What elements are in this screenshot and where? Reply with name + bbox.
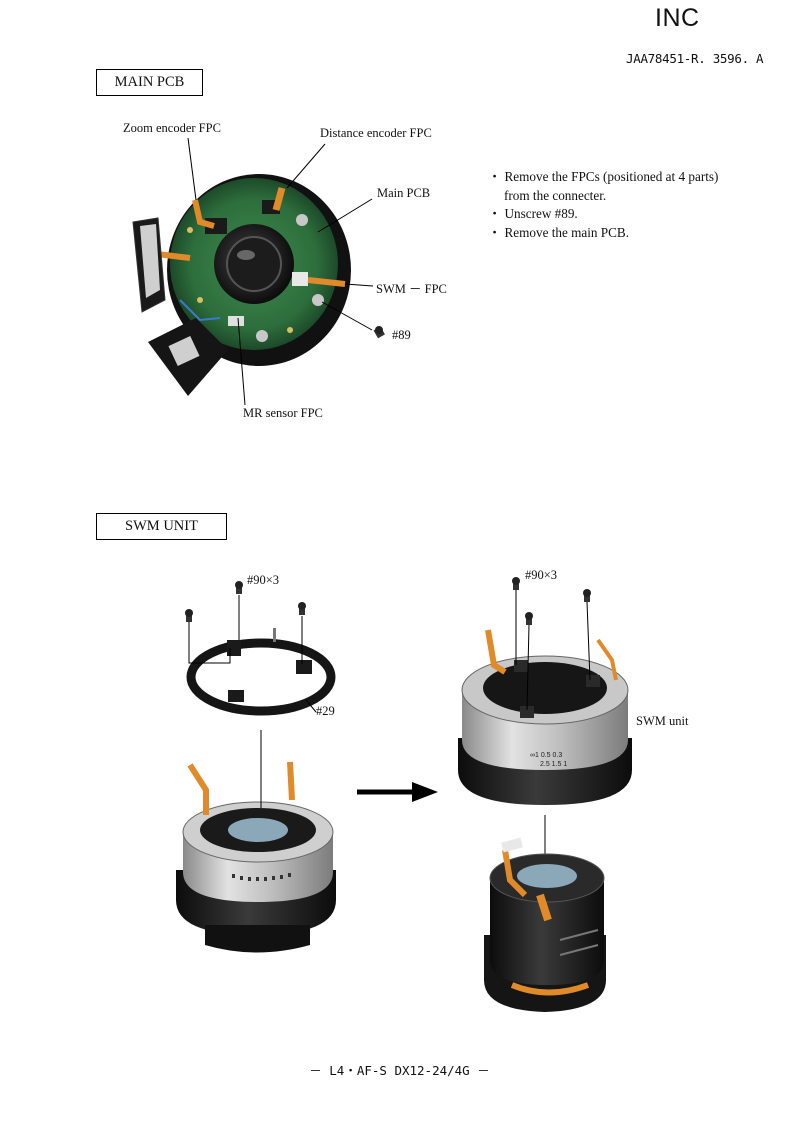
label-mr-sensor-fpc: MR sensor FPC	[243, 406, 323, 420]
document-code: JAA78451-R. 3596. A	[626, 51, 764, 66]
label-swm-fpc: SWM － FPC	[376, 282, 447, 296]
instruction-item: ・ Unscrew #89.	[488, 206, 578, 221]
swm-right-top-photo: ∞1 0.5 0.3 2.5 1.5 1	[458, 577, 632, 805]
instruction-item: ・ Remove the FPCs (positioned at 4 parts…	[488, 169, 719, 184]
label-screw-90-left: #90×3	[247, 573, 280, 587]
screw-icon	[525, 612, 533, 625]
arrow-right-icon	[357, 782, 438, 802]
label-distance-encoder-fpc: Distance encoder FPC	[320, 126, 432, 140]
screw-icon	[298, 602, 306, 615]
label-part-29: #29	[316, 704, 335, 718]
screw-icon	[512, 577, 520, 590]
company-name: INC	[655, 4, 700, 32]
instruction-item: from the connecter.	[504, 187, 607, 203]
page-footer: － L4・AF-S DX12-24/4G －	[309, 1063, 490, 1078]
label-screw-89: #89	[392, 328, 411, 342]
svg-text:2.5 1.5 1: 2.5 1.5 1	[540, 761, 567, 768]
instruction-list: ・ Remove the FPCs (positioned at 4 parts…	[488, 168, 718, 242]
screw-icon	[235, 581, 243, 594]
main-pcb-leader-lines	[187, 137, 374, 406]
swm-left-leader-lines	[188, 595, 317, 808]
screw-icon	[185, 609, 193, 622]
screw-icon	[583, 589, 591, 602]
label-main-pcb: Main PCB	[377, 186, 431, 200]
svg-text:∞1 0.5 0.3: ∞1 0.5 0.3	[530, 752, 562, 759]
section-title-swm-unit: SWM UNIT	[96, 513, 227, 540]
screw-89-icon	[373, 326, 385, 339]
swm-right-bottom-photo	[484, 837, 606, 1012]
label-zoom-encoder-fpc: Zoom encoder FPC	[123, 121, 221, 135]
instruction-item: ・ Remove the main PCB.	[488, 224, 630, 240]
label-screw-90-right: #90×3	[525, 568, 558, 582]
label-swm-unit: SWM unit	[636, 714, 689, 728]
section-title-main-pcb: MAIN PCB	[96, 69, 203, 96]
main-pcb-photo	[132, 174, 385, 396]
swm-left-photo	[176, 581, 336, 953]
